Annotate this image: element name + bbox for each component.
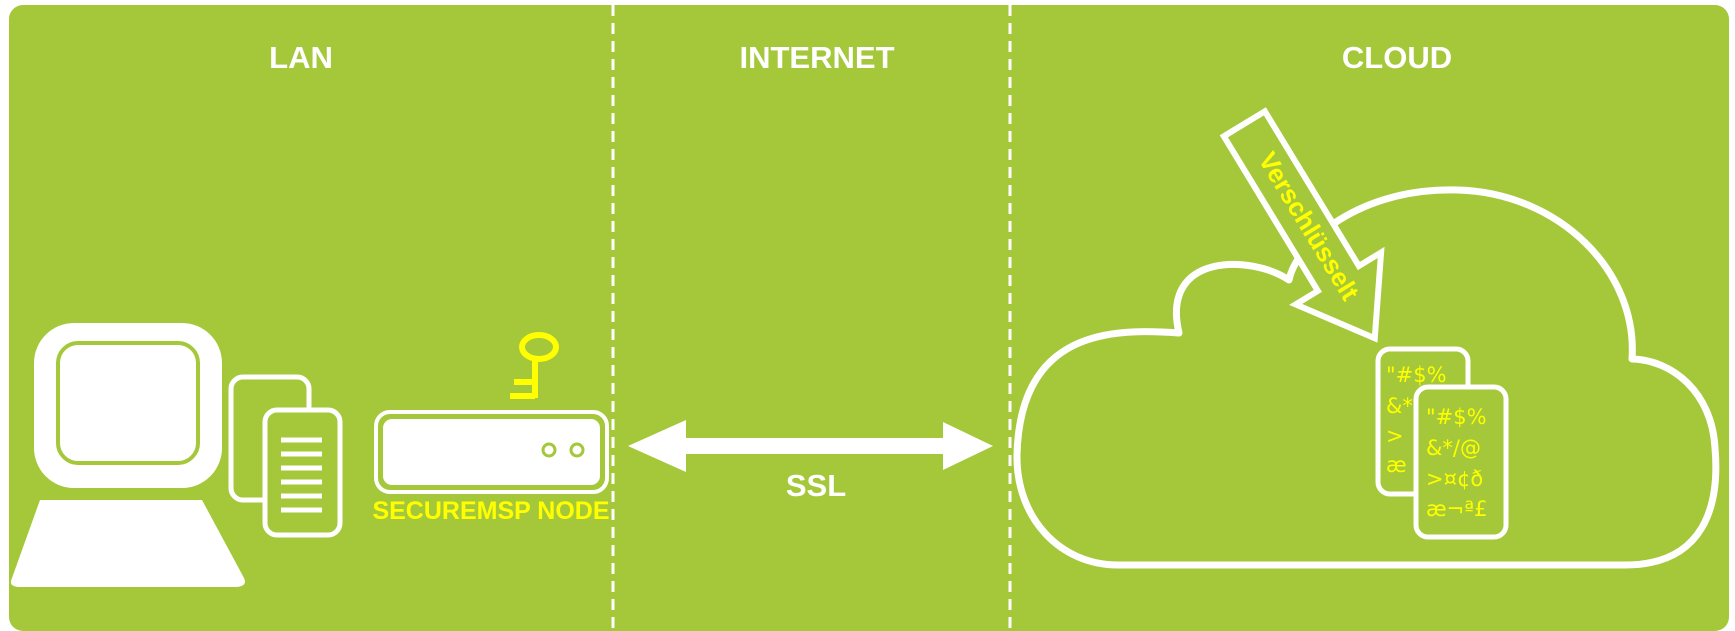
- documents-icon: [228, 374, 343, 538]
- zone-label-internet: INTERNET: [740, 40, 895, 75]
- key-icon: [510, 332, 559, 399]
- encrypted-line: &*: [1386, 394, 1413, 418]
- securemsp-node-icon: [374, 410, 609, 494]
- encrypted-line: >¤¢ð: [1426, 467, 1483, 491]
- zone-label-lan: LAN: [269, 40, 333, 75]
- computer-icon: [10, 323, 245, 587]
- zone-label-cloud: CLOUD: [1342, 40, 1452, 75]
- ssl-label: SSL: [786, 468, 846, 503]
- ssl-connection-arrow: [628, 420, 993, 472]
- node-label: SECUREMSP NODE: [372, 497, 609, 525]
- encrypted-document-front: "#$% &*/@ >¤¢ð æ¬ª£: [1413, 384, 1509, 540]
- encrypted-line: >: [1386, 424, 1404, 448]
- encryption-arrow: Verschlüsselt: [1219, 107, 1385, 343]
- encrypted-line: "#$%: [1386, 363, 1447, 387]
- encrypted-line: &*/@: [1426, 436, 1481, 460]
- encrypted-line: æ: [1386, 453, 1407, 477]
- cloud-icon: [1013, 186, 1720, 569]
- encrypted-line: æ¬ª£: [1426, 497, 1487, 521]
- encrypted-line: "#$%: [1426, 405, 1487, 429]
